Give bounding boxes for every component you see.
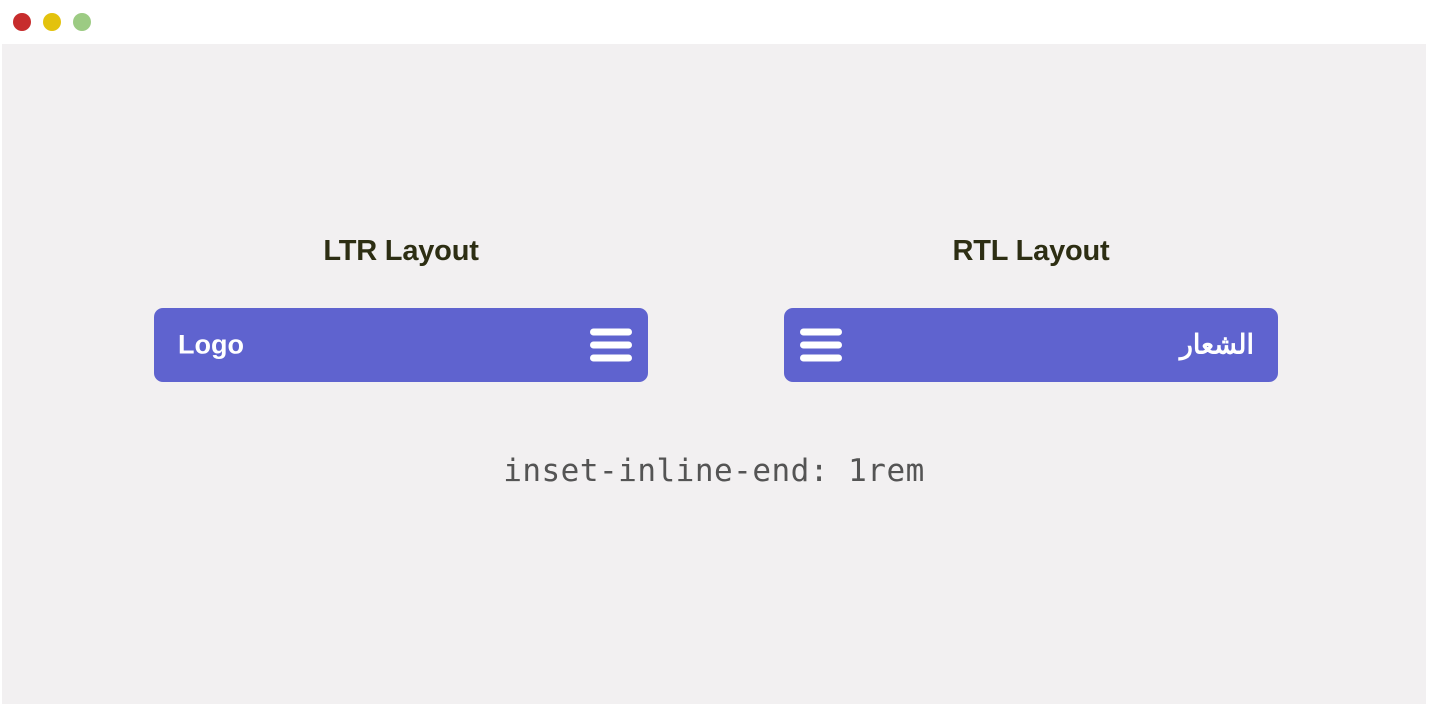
ltr-hamburger-menu-icon[interactable] [590, 328, 632, 362]
ltr-navbar-brand: Logo [178, 329, 244, 360]
ltr-navbar: Logo [154, 307, 648, 382]
css-property-caption: inset-inline-end: 1rem [503, 453, 925, 489]
hamburger-bar-top [590, 328, 632, 336]
window-titlebar [0, 0, 1430, 44]
rtl-navbar-brand: الشعار [1179, 329, 1254, 360]
minimize-window-button[interactable] [43, 13, 61, 31]
layout-comparison-grid: LTR Layout Logo RTL Layout الشعار [2, 44, 1426, 704]
rtl-layout-panel: RTL Layout الشعار [784, 234, 1278, 382]
rtl-panel-title: RTL Layout [952, 235, 1110, 267]
maximize-window-button[interactable] [73, 13, 91, 31]
rtl-navbar: الشعار [784, 307, 1278, 382]
close-window-button[interactable] [13, 13, 31, 31]
ltr-layout-panel: LTR Layout Logo [154, 234, 648, 382]
rtl-hamburger-menu-icon[interactable] [800, 328, 842, 362]
hamburger-bar-bottom [800, 354, 842, 362]
hamburger-bar-middle [590, 341, 632, 349]
window-controls [13, 13, 91, 31]
hamburger-bar-middle [800, 341, 842, 349]
ltr-panel-title: LTR Layout [323, 235, 479, 267]
page-viewport: LTR Layout Logo RTL Layout الشعار [2, 44, 1426, 704]
hamburger-bar-bottom [590, 354, 632, 362]
hamburger-bar-top [800, 328, 842, 336]
